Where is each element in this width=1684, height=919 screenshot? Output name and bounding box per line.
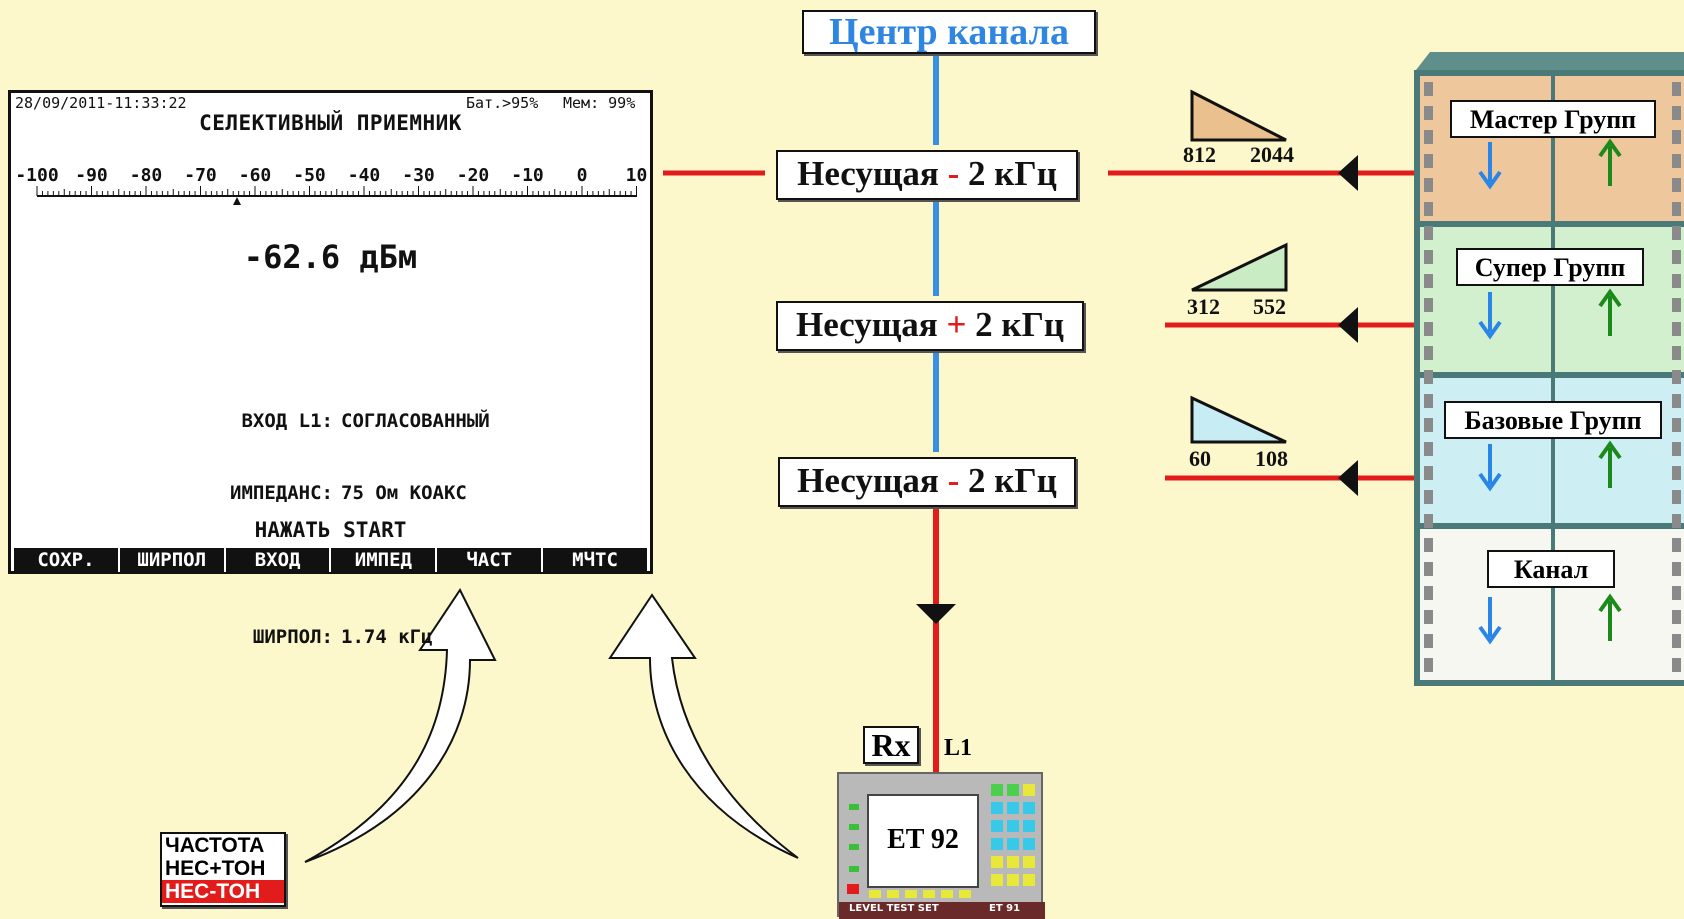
- lcd-prompt: НАЖАТЬ START: [254, 518, 407, 542]
- softkey-frequency[interactable]: ЧАСТ: [435, 548, 541, 572]
- lcd-timestamp: 28/09/2011-11:33:22: [15, 94, 187, 112]
- softkey-tones[interactable]: МЧТС: [541, 548, 647, 572]
- carrier-prefix: Несущая: [795, 305, 947, 344]
- arrowhead-left: [1338, 307, 1358, 343]
- down-arrow-icon: [1478, 444, 1502, 492]
- group-label-super: Супер Групп: [1456, 248, 1644, 286]
- lcd-screen: 28/09/2011-11:33:22 Бат.>95% Мем: 99% СЕ…: [8, 90, 653, 648]
- group-label-base: Базовые Групп: [1444, 401, 1662, 439]
- scale-label: -30: [402, 165, 435, 186]
- up-arrow-icon: [1598, 593, 1622, 641]
- scale-label: -20: [456, 165, 490, 186]
- band-high-super: 552: [1253, 294, 1286, 319]
- band-high-master: 2044: [1250, 142, 1294, 167]
- band-low-base: 60: [1189, 446, 1211, 471]
- info-label-input: ВХОД L1:: [241, 410, 333, 432]
- info-value-bandwidth: 1.74 кГц: [341, 626, 433, 648]
- scale-label: -40: [347, 165, 381, 186]
- curved-arrow-right: [608, 593, 799, 859]
- info-value-input: СОГЛАСОВАННЫЙ: [341, 410, 490, 432]
- arrowhead-left: [1338, 155, 1358, 191]
- scale-label: -100: [15, 165, 59, 186]
- carrier-sign: -: [947, 154, 960, 193]
- channel-center-label: Центр канала: [802, 10, 1096, 54]
- carrier-suffix: 2 кГц: [959, 154, 1057, 193]
- info-label-bandwidth: ШИРПОЛ:: [252, 626, 333, 648]
- menu-item-carrier-plus-tone[interactable]: НЕС+ТОН: [165, 857, 266, 880]
- scale-label: 10: [625, 165, 648, 186]
- lcd-title: СЕЛЕКТИВНЫЙ ПРИЕМНИК: [199, 111, 462, 135]
- arrowhead-left: [1338, 460, 1358, 496]
- softkey-impedance[interactable]: ИМПЕД: [329, 548, 435, 572]
- curved-arrow-left: [304, 588, 497, 863]
- et92-device[interactable]: ET 92 LEVEL TEST SET ET 91: [837, 772, 1045, 919]
- carrier-box-3: Несущая - 2 кГц: [778, 457, 1076, 507]
- scale-label: -90: [75, 165, 108, 186]
- softkey-save[interactable]: СОХР.: [37, 549, 95, 571]
- band-triangle-base: [1190, 395, 1287, 444]
- mode-menu: ЧАСТОТА НЕС+ТОН НЕС-ТОН: [160, 832, 286, 907]
- scale-label: -10: [511, 165, 544, 186]
- carrier-sign: +: [946, 305, 967, 344]
- down-arrow-icon: [1478, 292, 1502, 340]
- softkey-input[interactable]: ВХОД: [223, 548, 330, 572]
- band-high-base: 108: [1255, 446, 1288, 471]
- lcd-scale-ruler: [36, 186, 637, 205]
- up-arrow-icon: [1598, 288, 1622, 336]
- band-low-master: 812: [1183, 142, 1216, 167]
- down-arrow-icon: [1478, 142, 1502, 190]
- up-arrow-icon: [1598, 138, 1622, 186]
- lcd-memory: Мем: 99%: [563, 94, 636, 112]
- softkey-bandwidth[interactable]: ШИРПОЛ: [117, 548, 224, 572]
- info-value-impedance: 75 Ом КОАКС: [341, 482, 467, 504]
- device-keypad: [839, 784, 1045, 919]
- down-arrowhead: [916, 604, 956, 624]
- down-arrow-icon: [1478, 597, 1502, 645]
- band-low-super: 312: [1187, 294, 1220, 319]
- scale-label: -70: [184, 165, 217, 186]
- lcd-battery: Бат.>95%: [466, 94, 539, 112]
- scale-label: -50: [293, 165, 326, 186]
- menu-item-frequency[interactable]: ЧАСТОТА: [165, 834, 265, 857]
- carrier-box-1: Несущая - 2 кГц: [776, 150, 1078, 200]
- carrier-sign: -: [947, 461, 960, 500]
- scale-pointer: [233, 197, 241, 205]
- port-label: L1: [944, 735, 973, 761]
- group-label-channel: Канал: [1487, 550, 1615, 588]
- scale-label: 0: [576, 165, 588, 186]
- group-label-master: Мастер Групп: [1450, 100, 1656, 138]
- band-triangle-super: [1191, 242, 1288, 292]
- lcd-softkey-bar: СОХР. ШИРПОЛ ВХОД ИМПЕД ЧАСТ МЧТС: [14, 548, 647, 572]
- carrier-prefix: Несущая: [797, 154, 948, 193]
- device-screen: ET 92: [867, 794, 979, 888]
- device-footer-left: LEVEL TEST SET: [849, 903, 939, 914]
- band-triangle-master: [1190, 89, 1287, 142]
- scale-label: -80: [129, 165, 163, 186]
- group-rack: [1414, 52, 1684, 686]
- rx-label: Rx: [863, 726, 919, 764]
- menu-item-carrier-minus-tone[interactable]: НЕС-ТОН: [162, 880, 284, 903]
- carrier-suffix: 2 кГц: [959, 461, 1057, 500]
- carrier-box-2: Несущая + 2 кГц: [776, 301, 1084, 351]
- carrier-suffix: 2 кГц: [966, 305, 1065, 344]
- up-arrow-icon: [1598, 440, 1622, 488]
- info-label-impedance: ИМПЕДАНС:: [230, 482, 333, 504]
- device-model: ET 92: [887, 824, 959, 855]
- device-footer-right: ET 91: [989, 903, 1021, 914]
- lcd-reading: -62.6 дБм: [243, 238, 418, 276]
- scale-label: -60: [238, 165, 272, 186]
- carrier-prefix: Несущая: [797, 461, 948, 500]
